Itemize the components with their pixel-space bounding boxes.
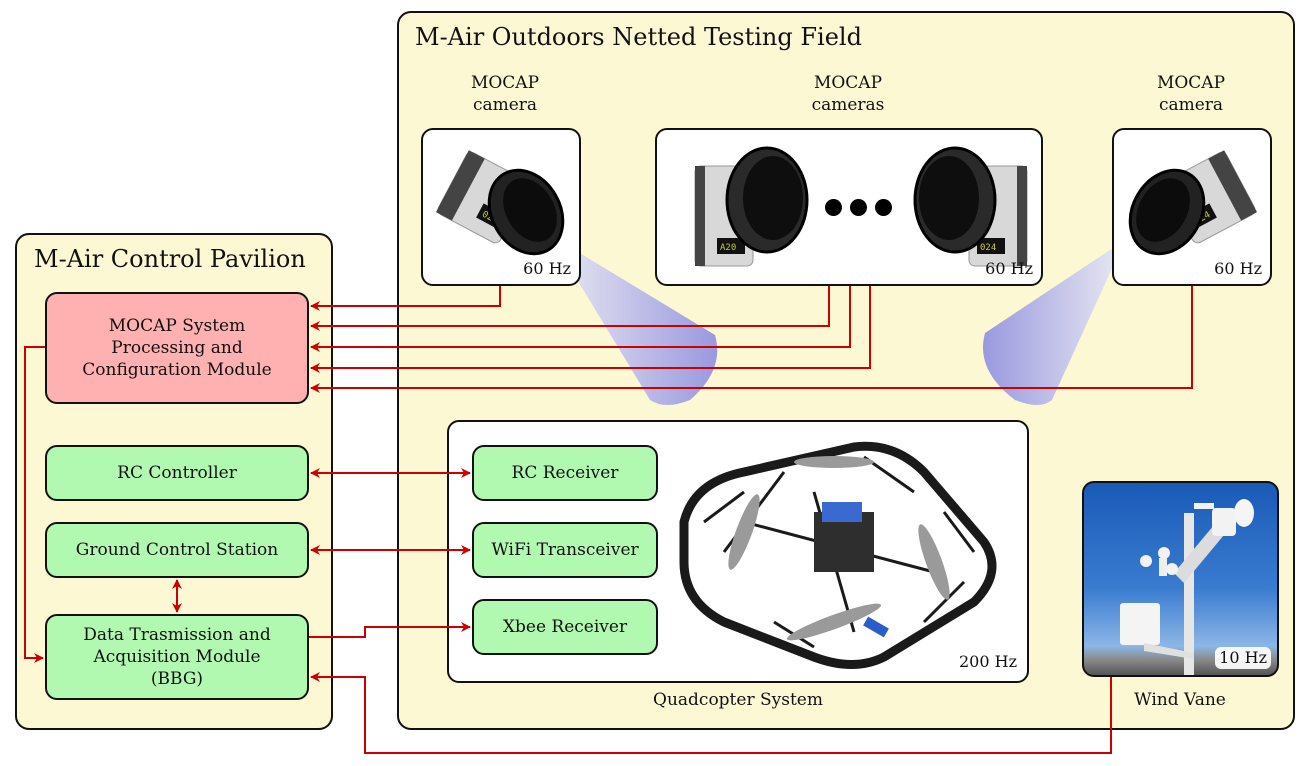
rc-controller-module[interactable]: RC Controller: [45, 445, 309, 501]
arrow-camera-center-3-to-mocap: [310, 286, 871, 373]
data-module-line1: Data Trasmission and: [83, 625, 271, 645]
camera-right-box[interactable]: 024 60 Hz: [1112, 128, 1272, 286]
mocap-module-line2: Processing and: [111, 338, 243, 358]
mocap-camera-icon: A20: [694, 146, 809, 267]
mocap-camera-icon: 024: [913, 146, 1028, 267]
mocap-module-line3: Configuration Module: [82, 360, 272, 380]
arrow-data-module-to-xbee: [309, 622, 471, 638]
quadcopter-caption: Quadcopter System: [653, 690, 823, 710]
arrow-wind-vane-to-data-module: [310, 672, 1112, 754]
testing-field-title: M-Air Outdoors Netted Testing Field: [415, 23, 862, 51]
camera-left-box[interactable]: 024 60 Hz: [421, 128, 581, 286]
mocap-processing-module[interactable]: MOCAP System Processing and Configuratio…: [45, 292, 309, 404]
arrow-mocap-to-data-module: [24, 346, 45, 663]
camera-right-rate: 60 Hz: [1214, 259, 1262, 278]
rc-controller-label: RC Controller: [117, 463, 237, 483]
mocap-camera-icon: 024: [436, 150, 565, 256]
data-transmission-module[interactable]: Data Trasmission and Acquisition Module …: [45, 614, 309, 700]
camera-left-rate: 60 Hz: [523, 259, 571, 278]
xbee-receiver-module[interactable]: Xbee Receiver: [472, 599, 658, 655]
data-module-line3: (BBG): [150, 669, 204, 689]
data-module-line2: Acquisition Module: [93, 647, 261, 667]
mocap-camera-icon: 024: [1128, 150, 1257, 256]
camera-center-box[interactable]: A20 024 60 Hz: [655, 128, 1043, 286]
wifi-transceiver-module[interactable]: WiFi Transceiver: [472, 522, 658, 578]
arrow-camera-right-to-mocap: [310, 286, 1193, 393]
wifi-transceiver-label: WiFi Transceiver: [491, 540, 639, 560]
ground-control-station-module[interactable]: Ground Control Station: [45, 522, 309, 578]
camera-center-rate: 60 Hz: [985, 259, 1033, 278]
ground-control-station-label: Ground Control Station: [75, 540, 279, 560]
svg-text:024: 024: [980, 243, 996, 253]
camera-left-beam: [550, 235, 718, 405]
camera-left-label: MOCAP camera: [470, 73, 540, 115]
arrow-camera-center-1-to-mocap: [310, 286, 830, 331]
arrow-camera-left-to-mocap: [310, 286, 501, 311]
rc-receiver-label: RC Receiver: [511, 463, 619, 483]
wind-vane-box[interactable]: 10 Hz: [1082, 481, 1279, 677]
camera-center-label: MOCAP cameras: [811, 73, 885, 115]
more-cameras-ellipsis: [825, 199, 892, 216]
quadcopter-icon: [679, 441, 997, 669]
control-pavilion-title: M-Air Control Pavilion: [34, 245, 306, 273]
quadcopter-rate: 200 Hz: [958, 652, 1017, 671]
svg-text:A20: A20: [720, 243, 736, 253]
xbee-receiver-label: Xbee Receiver: [502, 617, 628, 637]
camera-right-beam: [983, 240, 1125, 405]
camera-right-label: MOCAP camera: [1156, 73, 1226, 115]
wind-vane-icon: [1120, 499, 1254, 675]
mocap-module-line1: MOCAP System: [108, 316, 246, 336]
rc-receiver-module[interactable]: RC Receiver: [472, 445, 658, 501]
wind-vane-rate: 10 Hz: [1215, 647, 1271, 669]
arrow-camera-center-2-to-mocap: [310, 286, 851, 352]
wind-vane-caption: Wind Vane: [1134, 690, 1226, 710]
